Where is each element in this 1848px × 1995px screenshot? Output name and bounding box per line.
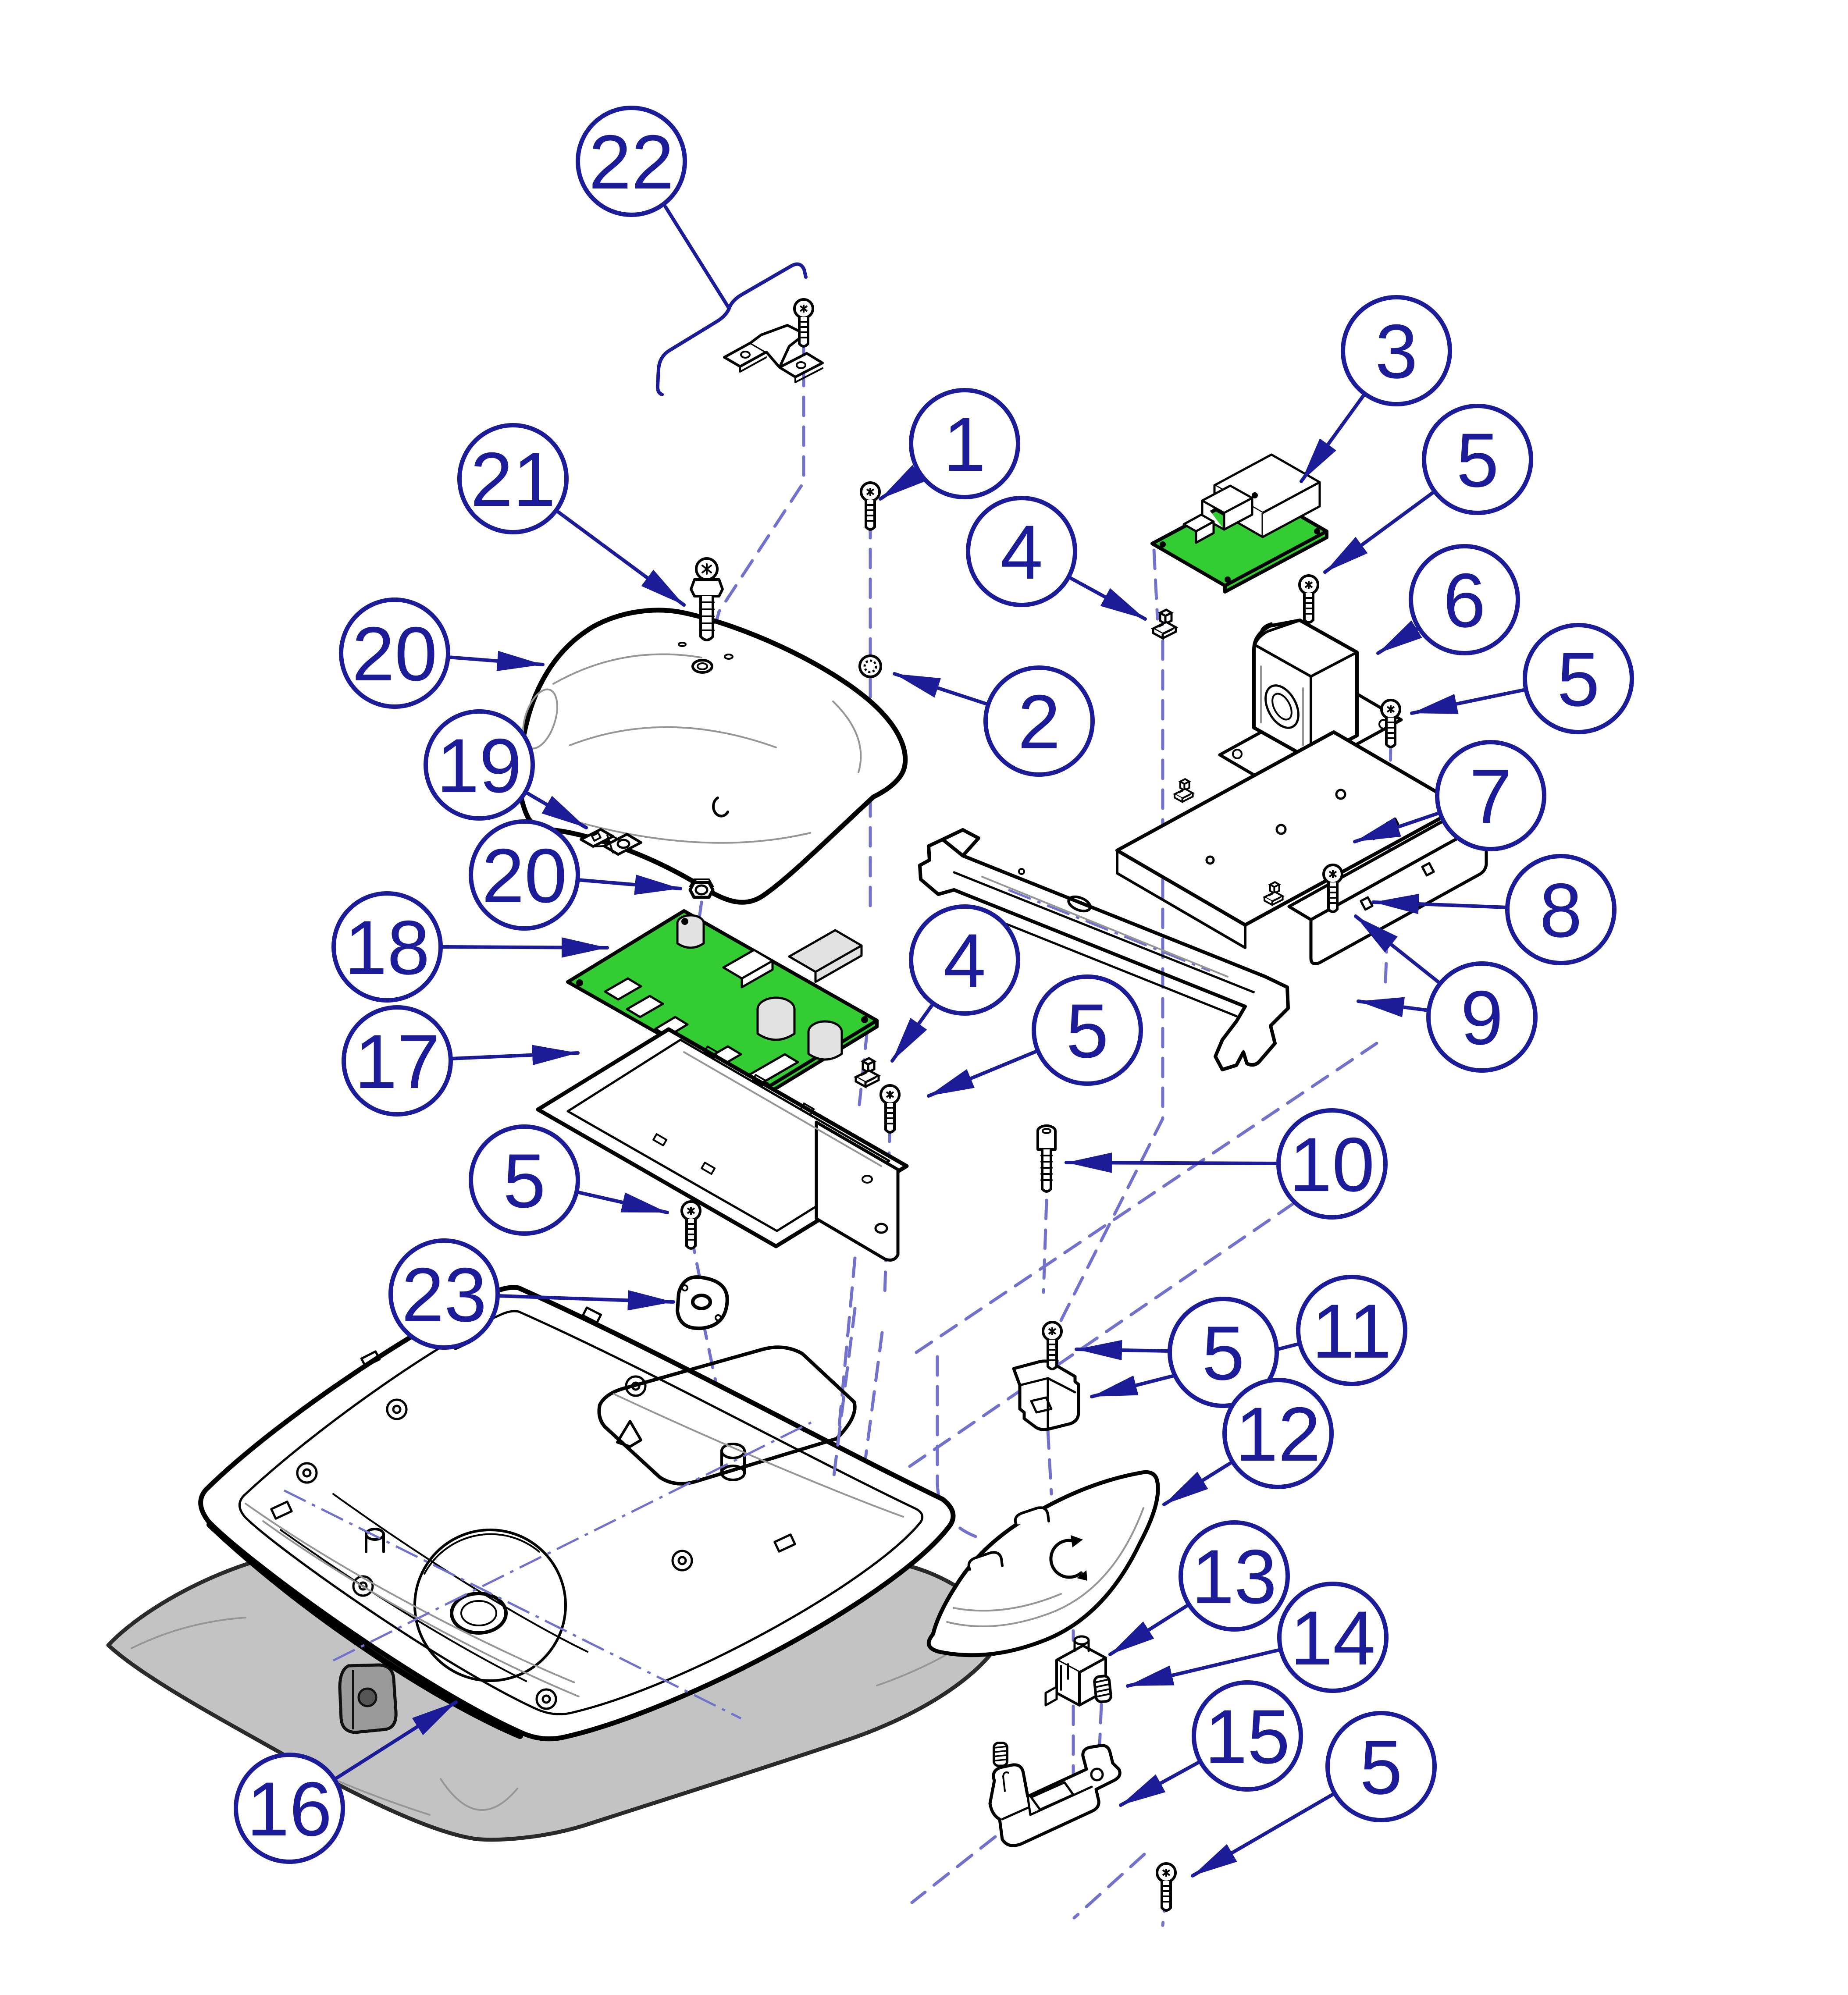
callout-20a-number: 20 bbox=[352, 612, 438, 697]
callout-1-number: 1 bbox=[943, 402, 986, 487]
callout-5d-number: 5 bbox=[503, 1138, 545, 1224]
callout-5a-balloon: 5 bbox=[1422, 404, 1533, 515]
callout-21-balloon: 21 bbox=[457, 423, 569, 534]
callout-23-number: 23 bbox=[402, 1252, 487, 1338]
seat-pan-part bbox=[198, 1285, 956, 1742]
callout-6-number: 6 bbox=[1443, 558, 1485, 644]
screw-5d bbox=[682, 1202, 700, 1248]
screw-1 bbox=[861, 483, 879, 530]
callout-14-number: 14 bbox=[1290, 1596, 1376, 1681]
clip-nut-4b bbox=[856, 1058, 879, 1087]
callout-3-number: 3 bbox=[1375, 309, 1417, 395]
cam-plate-part bbox=[676, 1275, 729, 1330]
callout-3-balloon: 3 bbox=[1341, 295, 1452, 406]
callout-6-balloon: 6 bbox=[1409, 544, 1520, 655]
callout-8-number: 8 bbox=[1539, 868, 1582, 953]
callout-15-balloon: 15 bbox=[1192, 1680, 1303, 1792]
hex-nut-part bbox=[688, 878, 715, 899]
support-rail-part bbox=[918, 828, 1290, 1071]
callout-7-number: 7 bbox=[1469, 754, 1512, 839]
rotation-arrows-icon bbox=[1049, 1535, 1087, 1581]
switch-bracket-part bbox=[988, 1744, 1122, 1847]
spring-part bbox=[1094, 1675, 1111, 1702]
screw-5a bbox=[1300, 576, 1318, 622]
callout-5c-number: 5 bbox=[1066, 989, 1108, 1074]
callout-20b-number: 20 bbox=[482, 833, 567, 919]
callout-11-number: 11 bbox=[1312, 1289, 1392, 1374]
callout-2-balloon: 2 bbox=[983, 665, 1095, 777]
cover-mount-bracket-part bbox=[723, 324, 824, 383]
callout-5f-number: 5 bbox=[1360, 1725, 1402, 1810]
callout-5c-balloon: 5 bbox=[1032, 974, 1143, 1086]
hex-washer-screw-21 bbox=[690, 557, 724, 641]
callout-10-balloon: 10 bbox=[1276, 1108, 1388, 1220]
callout-2-number: 2 bbox=[1018, 679, 1060, 765]
callout-11-balloon: 11 bbox=[1296, 1275, 1407, 1386]
board-tray-part bbox=[536, 1027, 909, 1262]
callout-20a-balloon: 20 bbox=[339, 597, 450, 709]
socket-head-screw-10 bbox=[1036, 1124, 1057, 1193]
pivot-cover-part bbox=[926, 1470, 1160, 1657]
callout-13-balloon: 13 bbox=[1179, 1520, 1290, 1632]
spring-part-2 bbox=[994, 1743, 1008, 1766]
callout-19-balloon: 19 bbox=[424, 709, 535, 821]
callout-14-balloon: 14 bbox=[1277, 1582, 1389, 1693]
seat-cover-part bbox=[516, 608, 908, 905]
callout-4b-balloon: 4 bbox=[909, 904, 1020, 1016]
callout-4b-number: 4 bbox=[943, 918, 986, 1004]
callout-19-number: 19 bbox=[437, 723, 522, 809]
callout-4a-number: 4 bbox=[1000, 510, 1043, 595]
callout-7-balloon: 7 bbox=[1435, 740, 1546, 851]
callout-5a-number: 5 bbox=[1456, 418, 1499, 503]
callout-10-number: 10 bbox=[1289, 1122, 1375, 1208]
callout-balloons: 22 1 3 21 4 5 20 6 5 2 19 7 20 8 18 4 9 … bbox=[234, 106, 1634, 1864]
power-supply-board-part bbox=[1150, 453, 1328, 594]
callout-17-balloon: 17 bbox=[342, 1005, 453, 1117]
retainer-clip-part bbox=[1012, 1359, 1080, 1431]
callout-23-balloon: 23 bbox=[388, 1238, 500, 1350]
callout-18-number: 18 bbox=[345, 905, 430, 991]
callout-9-balloon: 9 bbox=[1426, 961, 1538, 1073]
small-bracket-part bbox=[580, 828, 642, 856]
callout-20b-balloon: 20 bbox=[469, 819, 580, 931]
callout-9-number: 9 bbox=[1460, 975, 1503, 1061]
callout-16-balloon: 16 bbox=[234, 1753, 345, 1864]
callout-5e-balloon: 5 bbox=[1168, 1297, 1279, 1408]
callout-5f-balloon: 5 bbox=[1325, 1711, 1437, 1822]
callout-21-number: 21 bbox=[470, 437, 556, 523]
callout-5b-balloon: 5 bbox=[1523, 623, 1634, 734]
callout-17-number: 17 bbox=[355, 1019, 440, 1105]
callout-4a-balloon: 4 bbox=[966, 496, 1077, 607]
callout-5b-number: 5 bbox=[1557, 637, 1599, 722]
callout-12-number: 12 bbox=[1236, 1392, 1321, 1477]
cushion-mount-pocket bbox=[338, 1663, 398, 1734]
lock-washer-part bbox=[858, 654, 882, 678]
callout-5e-number: 5 bbox=[1202, 1311, 1244, 1396]
callout-22-balloon: 22 bbox=[576, 106, 687, 217]
callout-15-number: 15 bbox=[1205, 1694, 1290, 1780]
transformer-part bbox=[1218, 619, 1403, 790]
callout-5d-balloon: 5 bbox=[469, 1124, 580, 1236]
callout-18-balloon: 18 bbox=[331, 891, 443, 1003]
callout-22-number: 22 bbox=[589, 120, 674, 205]
screw-5f bbox=[1157, 1863, 1175, 1910]
callout-12-balloon: 12 bbox=[1222, 1378, 1334, 1489]
callout-1-balloon: 1 bbox=[909, 388, 1020, 499]
callout-13-number: 13 bbox=[1192, 1534, 1277, 1620]
callout-16-number: 16 bbox=[247, 1767, 332, 1852]
callout-8-balloon: 8 bbox=[1505, 854, 1617, 965]
control-board-part bbox=[566, 909, 879, 1099]
screw-5c bbox=[881, 1085, 899, 1132]
limit-switch-part bbox=[1044, 1635, 1107, 1707]
